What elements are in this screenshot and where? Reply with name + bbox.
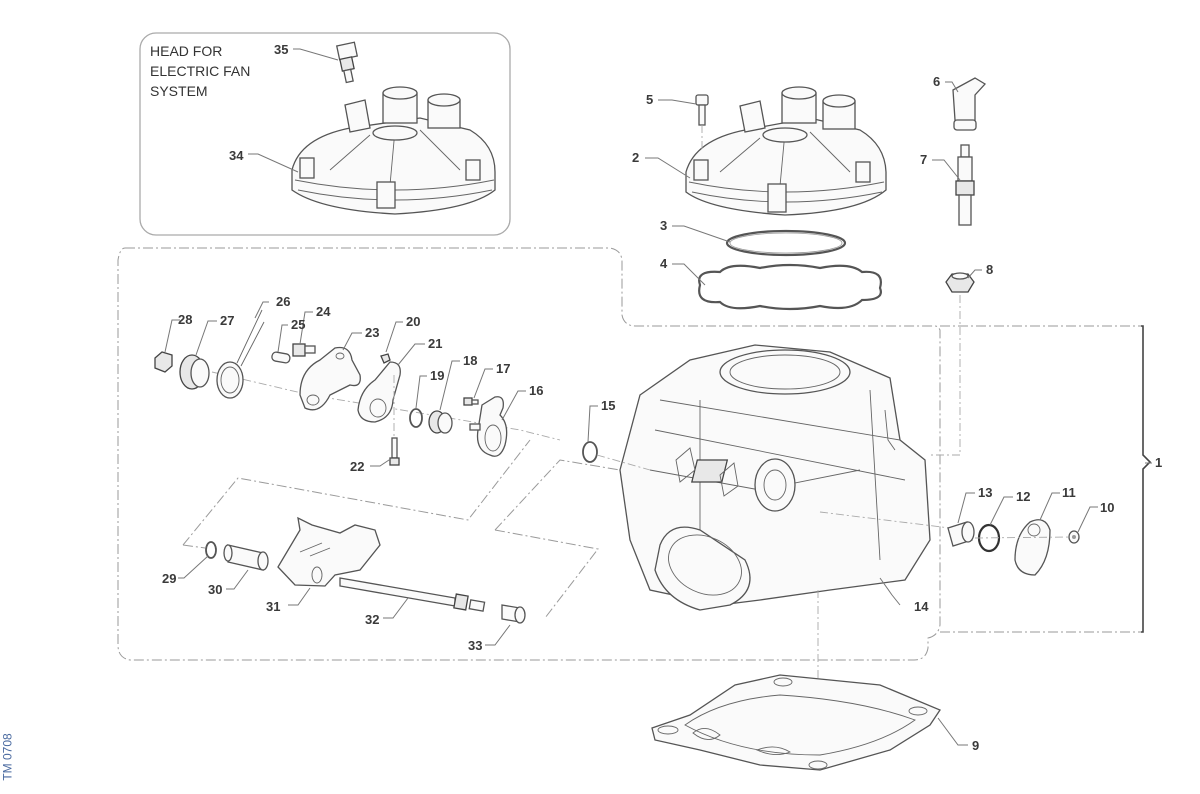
axis-circlip-15 [596,454,651,471]
part-4-head-gasket [698,263,882,311]
callout-4: 4 [660,256,668,271]
callout-33: 33 [468,638,482,653]
part-31-valve-blade [277,516,381,587]
callout-11: 11 [1062,485,1076,500]
inset-title-line-3: SYSTEM [150,83,208,99]
axis-valve-shaft [819,511,951,529]
part-6-spark-plug-cap [952,77,987,131]
callout-24: 24 [316,304,331,319]
part-10-washer [1068,530,1080,544]
part-3-o-ring [725,229,847,257]
part-11-cover [1014,519,1051,576]
part-15-circlip [582,441,598,463]
document-code: TM 0708 [0,730,24,790]
callout-18: 18 [463,353,477,368]
callout-5: 5 [646,92,653,107]
callout-34: 34 [229,148,244,163]
bracket-item-1 [940,325,1152,633]
part-35-fan-sensor [335,41,359,84]
part-16-housing [469,396,508,457]
callout-32: 32 [365,612,379,627]
leader-34 [248,153,299,173]
callout-3: 3 [660,218,667,233]
callout-7: 7 [920,152,927,167]
callout-8: 8 [986,262,993,277]
document-code-text: TM 0708 [0,733,15,781]
part-17-screw [463,397,479,406]
callout-22: 22 [350,459,364,474]
part-33-bushing [501,604,526,624]
part-25-pin [271,351,291,364]
callout-14: 14 [914,599,929,614]
part-29-o-ring [205,541,217,559]
callout-29: 29 [162,571,176,586]
part-26-spring [216,309,265,399]
part-27-pulley [179,354,210,390]
callout-17: 17 [496,361,510,376]
part-18-bearing [428,410,453,434]
callout-12: 12 [1016,489,1030,504]
callout-23: 23 [365,325,379,340]
part-8-nut [930,272,975,456]
callout-26: 26 [276,294,290,309]
part-23-lever [299,346,361,411]
callout-16: 16 [529,383,543,398]
callout-27: 27 [220,313,234,328]
callout-25: 25 [291,317,305,332]
callout-30: 30 [208,582,222,597]
callout-6: 6 [933,74,940,89]
assembly-boundary [117,247,941,661]
part-19-circlip [409,408,423,428]
part-34-cylinder-head [291,86,496,215]
inset-electric-fan-head: HEAD FOR ELECTRIC FAN SYSTEM [139,32,511,236]
callout-2: 2 [632,150,639,165]
callout-9: 9 [972,738,979,753]
leader-35 [293,48,339,61]
axis-linkage [211,371,561,441]
callout-1: 1 [1155,455,1162,470]
leader-lines [164,81,1152,746]
part-7-spark-plug [955,144,975,226]
inset-frame [139,32,511,236]
part-20-nut [380,353,391,364]
callout-labels: 1 2 3 4 5 6 7 8 9 10 11 12 13 14 15 16 1… [162,42,1162,753]
part-32-shaft [339,577,486,612]
callout-10: 10 [1100,500,1114,515]
callout-28: 28 [178,312,192,327]
callout-35: 35 [274,42,288,57]
part-14-cylinder [619,344,931,611]
inset-title-line-2: ELECTRIC FAN [150,63,250,79]
part-2-cylinder-head [685,86,887,216]
part-21-lever-arm [357,361,401,423]
part-24-screw [292,343,316,357]
callout-31: 31 [266,599,280,614]
part-22-bolt [389,375,400,466]
callout-19: 19 [430,368,444,383]
callout-21: 21 [428,336,442,351]
part-13-bushing [947,521,975,547]
part-9-base-gasket [651,674,941,771]
callout-20: 20 [406,314,420,329]
callout-15: 15 [601,398,615,413]
callout-13: 13 [978,485,992,500]
guide-lower-right [494,459,621,619]
guide-lower-left [182,439,531,549]
part-28-nut [154,351,173,373]
part-5-bolt [695,94,709,150]
inset-title-line-1: HEAD FOR [150,43,222,59]
part-30-sleeve [223,544,269,571]
